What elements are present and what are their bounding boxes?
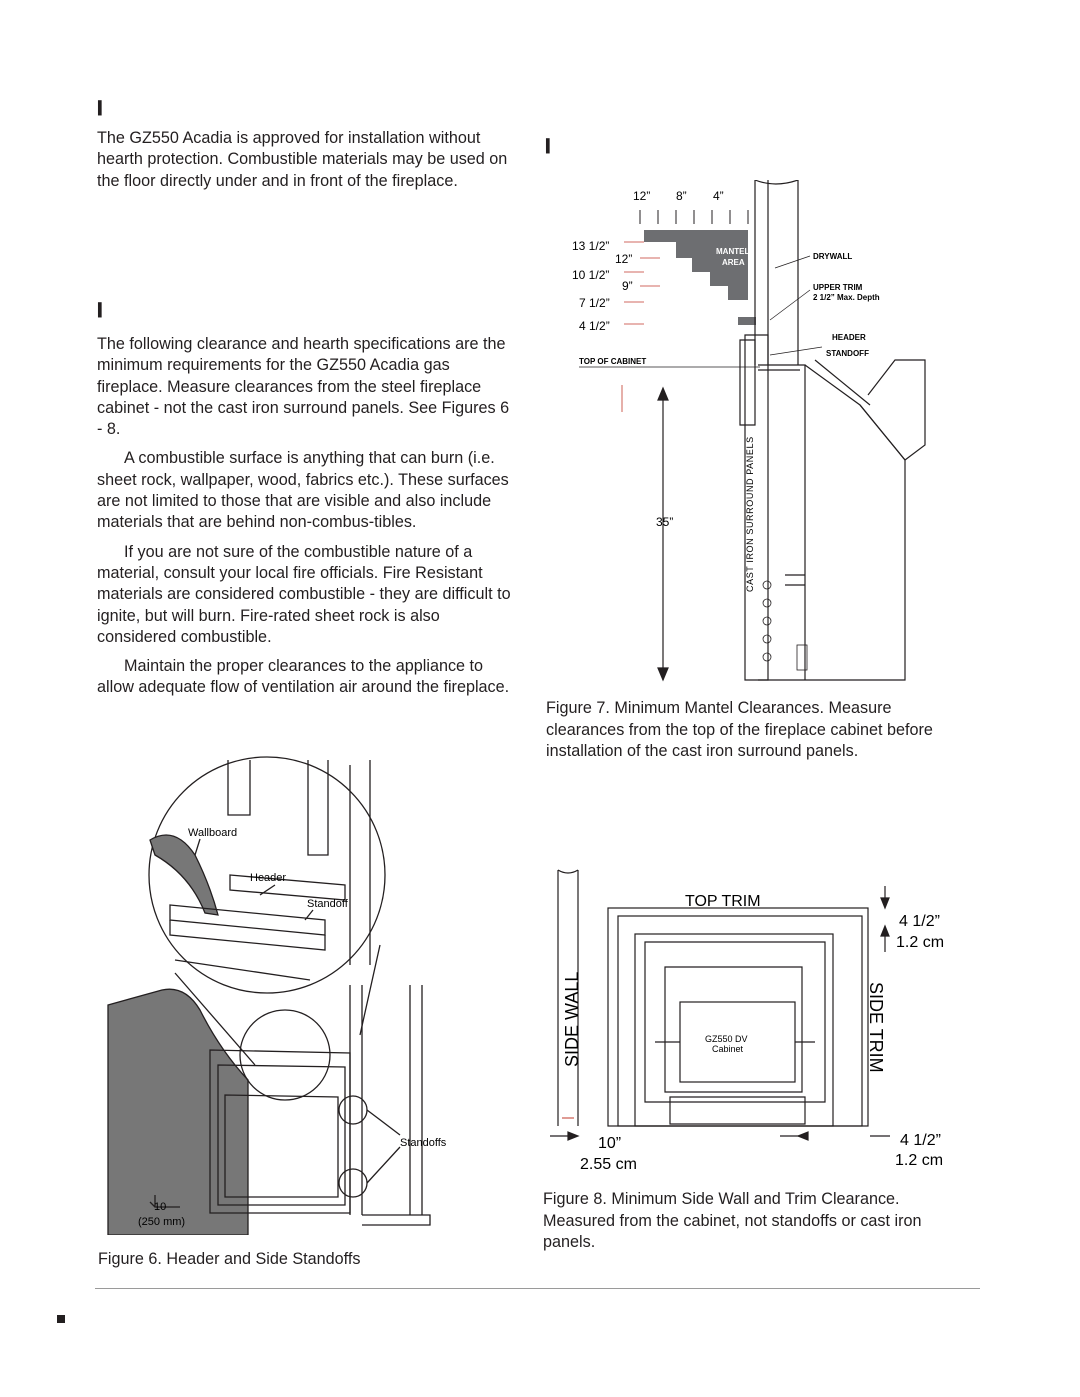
cabinet-line2: Cabinet [712,1044,744,1054]
standoff-label: Standoff [307,898,349,910]
left-dim-10-5: 10 1/2” [572,268,609,282]
left-dim-4-5: 4 1/2” [579,319,610,333]
dimension-mm: (250 mm) [138,1216,185,1228]
figure-6-illustration: Wallboard Header Standoff Standoffs 10 (… [107,756,447,1235]
wall-dim-cm: 2.55 cm [580,1156,637,1173]
header-label: HEADER [832,333,866,342]
top-dim-8: 8” [676,189,687,203]
side-wall-label: SIDE WALL [562,972,582,1067]
figure-7-caption: Figure 7. Minimum Mantel Clearances. Mea… [546,699,933,760]
top-dim-12: 12” [633,189,650,203]
trim-dim-inches: 4 1/2” [900,1132,941,1149]
top-dim-4: 4” [713,189,724,203]
standoff-label: STANDOFF [826,349,869,358]
drywall-label: DRYWALL [813,252,852,261]
top-dim-inches: 4 1/2” [899,913,940,930]
trim-dim-cm: 1.2 cm [895,1152,943,1169]
figure-8-caption: Figure 8. Minimum Side Wall and Trim Cle… [543,1190,922,1251]
standoffs-label: Standoffs [400,1137,447,1149]
clearance-text: The following clearance and hearth speci… [97,334,517,707]
figure-7-diagram: 12” 8” 4” 13 1/2” 12” 10 1/2” 9” 7 1/2” … [572,180,926,682]
mantel-area-line1: MANTEL [716,247,749,256]
left-dim-12: 12” [615,252,632,266]
intro-paragraph: The GZ550 Acadia is approved for install… [97,128,517,200]
panels-label: CAST IRON SURROUND PANELS [745,436,755,592]
left-dim-9: 9” [622,279,633,293]
top-dim-cm: 1.2 cm [896,934,944,951]
intro-text: The GZ550 Acadia is approved for install… [97,129,508,190]
top-trim-label: TOP TRIM [685,893,761,910]
top-of-cabinet-label: TOP OF CABINET [579,357,646,366]
page-marker [57,1315,65,1323]
figure-7-heading-glyph: ▮ [545,132,551,156]
paragraph-4: Maintain the proper clearances to the ap… [97,657,510,697]
left-dim-7-5: 7 1/2” [579,296,610,310]
dimension-value: 10 [154,1201,166,1213]
side-trim-label: SIDE TRIM [866,982,886,1073]
header-label: Header [250,872,286,884]
footer-rule [95,1288,980,1289]
wallboard-label: Wallboard [188,827,237,839]
cabinet-line1: GZ550 DV [705,1034,748,1044]
paragraph-2: A combustible surface is anything that c… [97,449,509,532]
subheading-glyph: ▮ [97,296,103,320]
height-dim-35: 35” [656,515,673,529]
figure-6-caption: Figure 6. Header and Side Standoffs [98,1250,361,1268]
upper-trim-label: UPPER TRIM [813,283,863,292]
left-dim-13-5: 13 1/2” [572,239,609,253]
paragraph-1: The following clearance and hearth speci… [97,335,510,439]
figure-8-diagram: TOP TRIM GZ550 DV Cabinet SIDE WALL SIDE… [550,869,944,1173]
paragraph-3: If you are not sure of the combustible n… [97,542,511,646]
section-heading-glyph: ▮ [97,94,103,118]
upper-trim-depth: 2 1/2” Max. Depth [813,293,880,302]
wall-dim-inches: 10” [598,1135,621,1152]
mantel-area-line2: AREA [722,258,745,267]
